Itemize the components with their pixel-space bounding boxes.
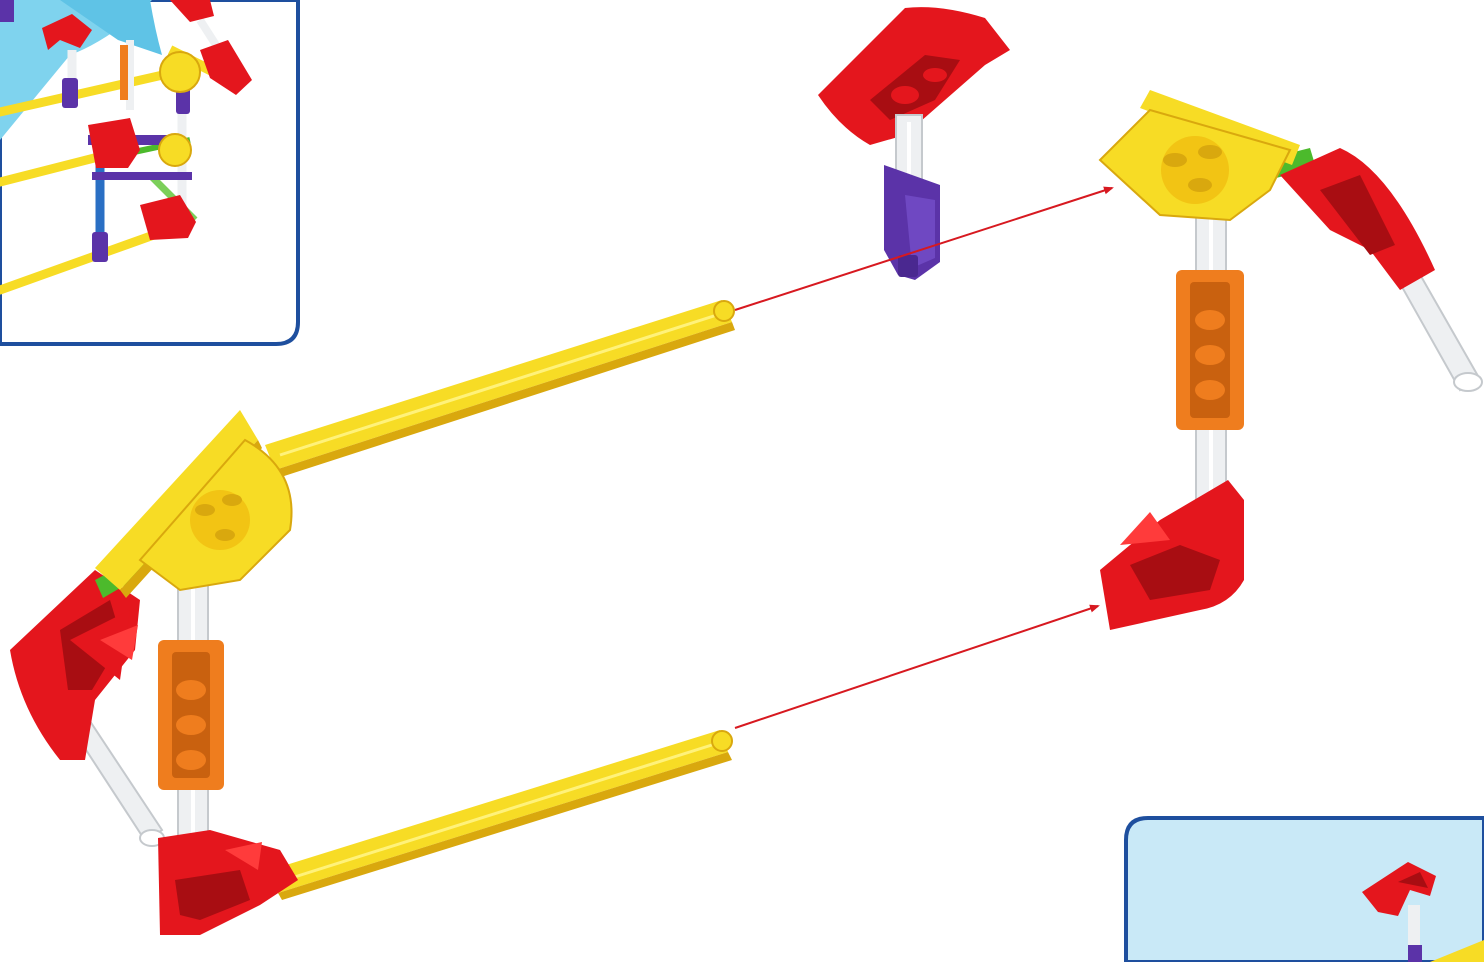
orange-spacer-icon (1176, 270, 1244, 430)
red-connector-icon (10, 570, 140, 760)
assembly-preview-icon (0, 0, 298, 344)
red-connector-icon (1280, 148, 1435, 290)
next-step-preview-icon (1126, 818, 1484, 962)
left-frame-assembly (10, 410, 298, 935)
yellow-connector-icon (1100, 90, 1300, 220)
purple-clip-icon (884, 165, 940, 280)
yellow-connector-icon (95, 410, 292, 598)
connector-with-clip (818, 7, 1010, 280)
orange-spacer-icon (158, 640, 224, 790)
yellow-rod-icon (265, 300, 735, 900)
right-frame-assembly (1100, 90, 1482, 630)
red-connector-icon (1100, 480, 1244, 630)
red-connector-icon (158, 830, 298, 935)
